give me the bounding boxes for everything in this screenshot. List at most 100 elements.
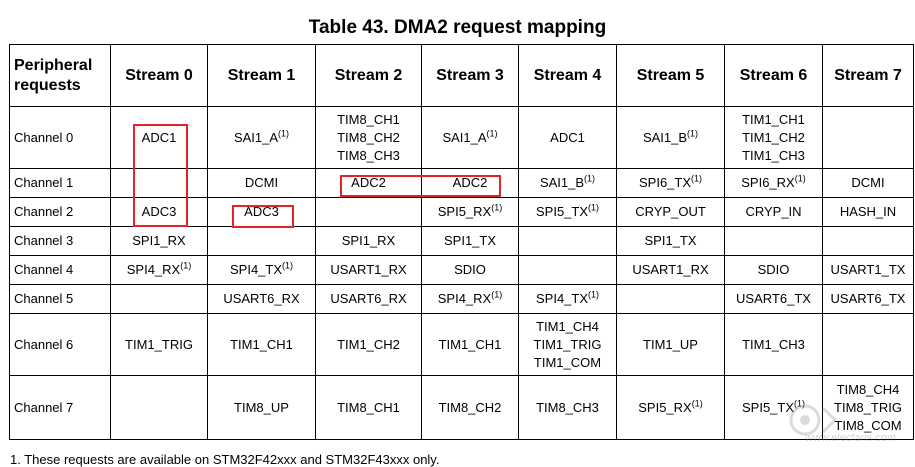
table-cell: DCMI (822, 168, 914, 198)
header-stream-0: Stream 0 (110, 44, 208, 107)
cell-text: SPI1_RX (132, 233, 186, 248)
cell-text: SPI5_RX (437, 204, 492, 219)
cell-text: CRYP_OUT (635, 204, 706, 219)
table-cell: SPI5_TX(1) (724, 375, 823, 440)
table-cell (822, 313, 914, 376)
table-cell (110, 168, 208, 198)
cell-text: SPI4_TX (535, 291, 589, 306)
row-label: Channel 7 (9, 375, 111, 440)
cell-text: SPI5_TX (535, 204, 589, 219)
table-cell: HASH_IN (822, 197, 914, 227)
cell-text: SPI5_RX (638, 399, 692, 415)
cell-text: SPI5_TX (741, 399, 795, 415)
footnote-ref: (1) (278, 128, 290, 139)
cell-text: TIM8_CH3 (337, 147, 400, 163)
footnote-ref: (1) (794, 398, 806, 409)
table-cell: SAI1_B(1) (616, 106, 725, 169)
header-stream-1: Stream 1 (207, 44, 316, 107)
table-cell: TIM1_CH1 (207, 313, 316, 376)
row-label: Channel 0 (9, 106, 111, 169)
row-label: Channel 4 (9, 255, 111, 285)
cell-text: TIM8_CH1 (337, 399, 400, 415)
row-label: Channel 3 (9, 226, 111, 256)
cell-text: SPI4_RX (126, 262, 181, 277)
table-cell: USART1_RX (616, 255, 725, 285)
table-cell: TIM1_TRIG (110, 313, 208, 376)
table-cell (724, 226, 823, 256)
header-stream-3: Stream 3 (421, 44, 519, 107)
table-cell: USART1_RX (315, 255, 422, 285)
table-cell: SPI6_TX(1) (616, 168, 725, 198)
cell-text: SPI1_TX (443, 233, 497, 248)
watermark-logo: www.elecfans.com (775, 398, 905, 458)
header-stream-6: Stream 6 (724, 44, 823, 107)
table-cell: SPI5_RX(1) (421, 197, 519, 227)
table-cell: ADC1 (518, 106, 617, 169)
cell-text: SPI1_TX (644, 233, 697, 248)
footnote-ref: (1) (282, 260, 294, 271)
table-cell: ADC3 (207, 197, 316, 227)
cell-text: TIM8_UP (234, 399, 289, 415)
footnote-ref: (1) (691, 173, 703, 184)
cell-text: SDIO (454, 262, 486, 277)
cell-text: TIM1_UP (643, 336, 698, 352)
cell-text: ADC1 (550, 129, 585, 145)
table-cell (315, 197, 422, 227)
cell-text: USART1_RX (330, 262, 407, 277)
footnote-ref: (1) (588, 289, 600, 300)
table-cell: SAI1_A(1) (421, 106, 519, 169)
table-cell: SPI1_RX (110, 226, 208, 256)
table-cell (110, 284, 208, 314)
row-label: Channel 5 (9, 284, 111, 314)
footnote-ref: (1) (584, 173, 596, 184)
table-cell: SPI4_RX(1) (110, 255, 208, 285)
table-cell: DCMI (207, 168, 316, 198)
table-cell: TIM8_CH2 (421, 375, 519, 440)
footnote-ref: (1) (588, 202, 600, 213)
table-cell: ADC1 (110, 106, 208, 169)
table-cell: TIM8_UP (207, 375, 316, 440)
table-cell (518, 255, 617, 285)
cell-text: SAI1_A (233, 129, 279, 145)
footnote-ref: (1) (691, 398, 703, 409)
table-cell: SPI1_TX (421, 226, 519, 256)
footnote-ref: (1) (486, 128, 498, 139)
table-cell (822, 226, 914, 256)
cell-text: TIM1_CH2 (742, 129, 805, 145)
table-cell: SPI4_TX(1) (518, 284, 617, 314)
table-cell (616, 284, 725, 314)
cell-text: USART1_RX (632, 262, 709, 277)
table-cell: USART6_RX (207, 284, 316, 314)
header-stream-2: Stream 2 (315, 44, 422, 107)
highlight-box-adc3-stream1 (232, 205, 294, 228)
cell-text: TIM1_TRIG (533, 336, 602, 352)
table-cell: USART1_TX (822, 255, 914, 285)
table-cell: SPI1_RX (315, 226, 422, 256)
cell-text: DCMI (244, 175, 279, 190)
cell-text: TIM1_CH3 (742, 147, 805, 163)
cell-text: DCMI (851, 175, 885, 190)
table-cell: SAI1_A(1) (207, 106, 316, 169)
watermark-icon (789, 404, 838, 436)
row-label: Channel 1 (9, 168, 111, 198)
cell-text: USART6_RX (330, 291, 407, 306)
header-peripheral-requests: Peripheral requests (9, 44, 111, 107)
cell-text: USART6_RX (223, 291, 300, 306)
table-cell: TIM8_CH1 (315, 375, 422, 440)
table-footnote: 1. These requests are available on STM32… (10, 452, 440, 467)
watermark-text: www.elecfans.com (805, 432, 897, 444)
cell-text: TIM1_CH1 (230, 336, 293, 352)
cell-text: TIM8_TRIG (834, 399, 902, 415)
table-cell: TIM1_CH2 (315, 313, 422, 376)
table-cell (518, 226, 617, 256)
highlight-box-adc2-streams2-3 (340, 175, 501, 197)
table-cell: SPI6_RX(1) (724, 168, 823, 198)
highlight-box-adc1-adc3-stream0 (133, 124, 188, 227)
table-cell: USART6_RX (315, 284, 422, 314)
table-cell (207, 226, 316, 256)
